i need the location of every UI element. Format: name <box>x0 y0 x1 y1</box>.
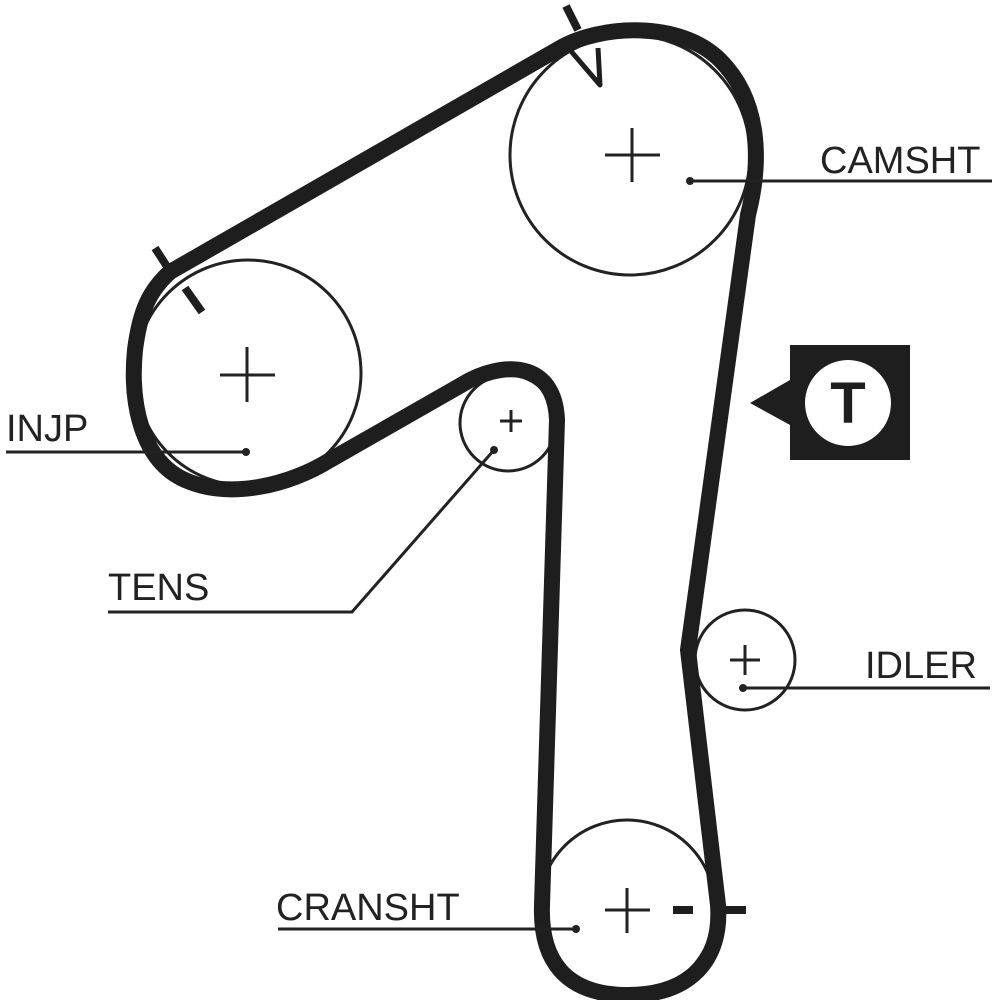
idler-center-cross <box>730 645 760 675</box>
idler-leader <box>739 684 990 692</box>
idler-label: IDLER <box>865 645 977 687</box>
tensioner-center-cross <box>500 410 522 432</box>
crankshaft-center-cross <box>605 888 650 933</box>
injection-pump-center-cross <box>220 347 275 402</box>
camshaft-label: CAMSHT <box>820 140 980 182</box>
tensioner-label: TENS <box>108 567 209 609</box>
tensioner-leader <box>108 446 498 614</box>
crankshaft-label: CRANSHT <box>276 887 460 929</box>
timing-mark-injp-inner <box>181 285 206 315</box>
tensioner-badge-letter: T <box>830 371 865 436</box>
camshaft-center-cross <box>605 128 660 182</box>
timing-mark-injp-outer <box>151 245 172 271</box>
camshaft-leader <box>686 177 992 185</box>
tensioner-badge: T <box>750 345 910 460</box>
timing-mark-top <box>562 4 582 32</box>
camshaft-pointer-triangle <box>568 47 603 88</box>
injection-pump-leader <box>6 448 250 456</box>
crankshaft-leader <box>278 925 580 933</box>
tensioner-badge-circle <box>805 360 891 446</box>
timing-belt <box>125 22 764 1000</box>
injection-pump-label: INJP <box>6 408 88 450</box>
